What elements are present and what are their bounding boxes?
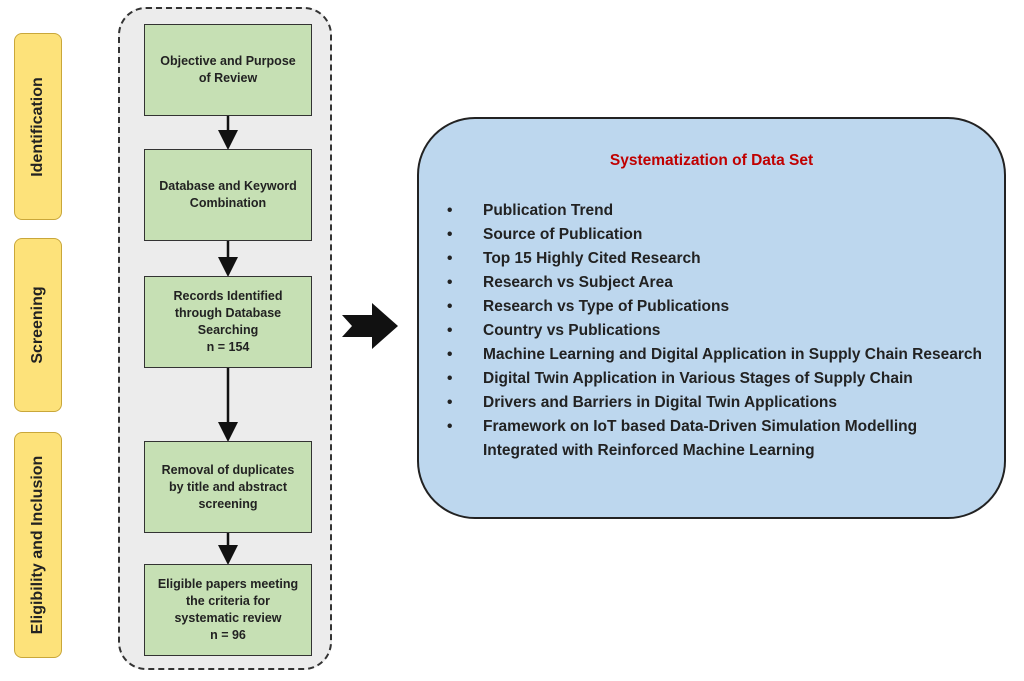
step-text: Removal of duplicates by title and abstr… (161, 462, 295, 511)
step-text: Database and Keyword Combination (159, 179, 297, 210)
list-item: Digital Twin Application in Various Stag… (447, 367, 987, 391)
phase-screening: Screening (14, 238, 62, 412)
step-text: Objective and Purpose of Review (160, 54, 296, 85)
list-item: Top 15 Highly Cited Research (447, 247, 987, 271)
step-eligible-papers: Eligible papers meeting the criteria for… (144, 564, 312, 656)
step-records-identified: Records Identified through Database Sear… (144, 276, 312, 368)
list-item: Research vs Type of Publications (447, 295, 987, 319)
list-item: Publication Trend (447, 199, 987, 223)
summary-title: Systematization of Data Set (609, 152, 814, 169)
list-item: Framework on IoT based Data-Driven Simul… (447, 415, 987, 463)
list-item: Source of Publication (447, 223, 987, 247)
big-right-arrow-icon (342, 303, 398, 349)
list-item: Machine Learning and Digital Application… (447, 343, 987, 367)
step-text: Eligible papers meeting the criteria for… (157, 577, 299, 625)
summary-list: Publication Trend Source of Publication … (447, 199, 987, 463)
step-database-keyword: Database and Keyword Combination (144, 149, 312, 241)
phase-eligibility-inclusion: Eligibility and Inclusion (14, 432, 62, 658)
step-removal-duplicates: Removal of duplicates by title and abstr… (144, 441, 312, 533)
step-count: n = 96 (210, 628, 246, 642)
list-item: Drivers and Barriers in Digital Twin App… (447, 391, 987, 415)
step-count: n = 154 (206, 340, 250, 354)
systematization-box: Systematization of Data Set Publication … (417, 117, 1006, 519)
phase-identification: Identification (14, 33, 62, 220)
step-text: Records Identified through Database Sear… (173, 289, 283, 337)
step-objective: Objective and Purpose of Review (144, 24, 312, 116)
list-item: Research vs Subject Area (447, 271, 987, 295)
list-item: Country vs Publications (447, 319, 987, 343)
